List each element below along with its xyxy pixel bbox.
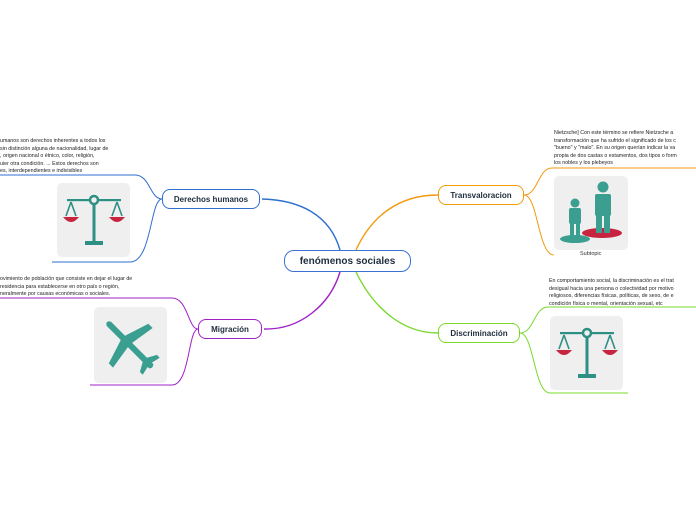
connector-migracion [263, 271, 341, 330]
branch-derechos-humanos-label: Derechos humanos [173, 194, 249, 204]
branch-transvaloracion-label: Transvaloracion [450, 190, 512, 200]
branch-transvaloracion[interactable]: Transvaloracion [438, 185, 524, 205]
migracion-note: ovimiento de población que consiste en d… [0, 276, 133, 298]
transvaloracion-caption: Subtopic [580, 251, 602, 257]
scales-of-justice-icon [63, 194, 125, 245]
airplane-icon [106, 321, 160, 375]
central-topic[interactable]: fenómenos sociales [284, 250, 411, 272]
derechos-humanos-image [57, 183, 130, 257]
branch-derechos-humanos[interactable]: Derechos humanos [162, 189, 260, 209]
connector-derechos-image [52, 198, 163, 263]
transvaloracion-note: Nietzsche] Con este término se refiere N… [554, 130, 677, 167]
connector-discriminacion-image [519, 332, 628, 394]
branch-migracion[interactable]: Migración [198, 319, 262, 339]
branch-discriminacion-label: Discriminación [450, 328, 508, 338]
connector-derechos [261, 198, 341, 251]
transvaloracion-image [554, 176, 628, 250]
connector-derechos-note [0, 174, 163, 200]
connector-migracion-note [0, 297, 199, 330]
connector-transvaloracion-image [523, 194, 555, 256]
branch-migracion-label: Migración [211, 324, 249, 334]
connector-transvaloracion-note [523, 167, 696, 196]
derechos-humanos-note: umanos son derechos inherentes a todos l… [0, 138, 109, 174]
migracion-image [94, 307, 167, 383]
branch-discriminacion[interactable]: Discriminación [438, 323, 520, 343]
discriminacion-image [550, 316, 623, 390]
central-topic-label: fenómenos sociales [299, 255, 396, 267]
connector-transvaloracion [355, 194, 439, 251]
scales-of-justice-icon [556, 327, 618, 378]
connector-discriminacion [355, 271, 439, 334]
connector-migracion-image [90, 328, 199, 386]
discriminacion-note: En comportamiento social, la discriminac… [549, 278, 674, 307]
connector-discriminacion-note [519, 306, 696, 334]
people-podium-icon [560, 181, 622, 243]
